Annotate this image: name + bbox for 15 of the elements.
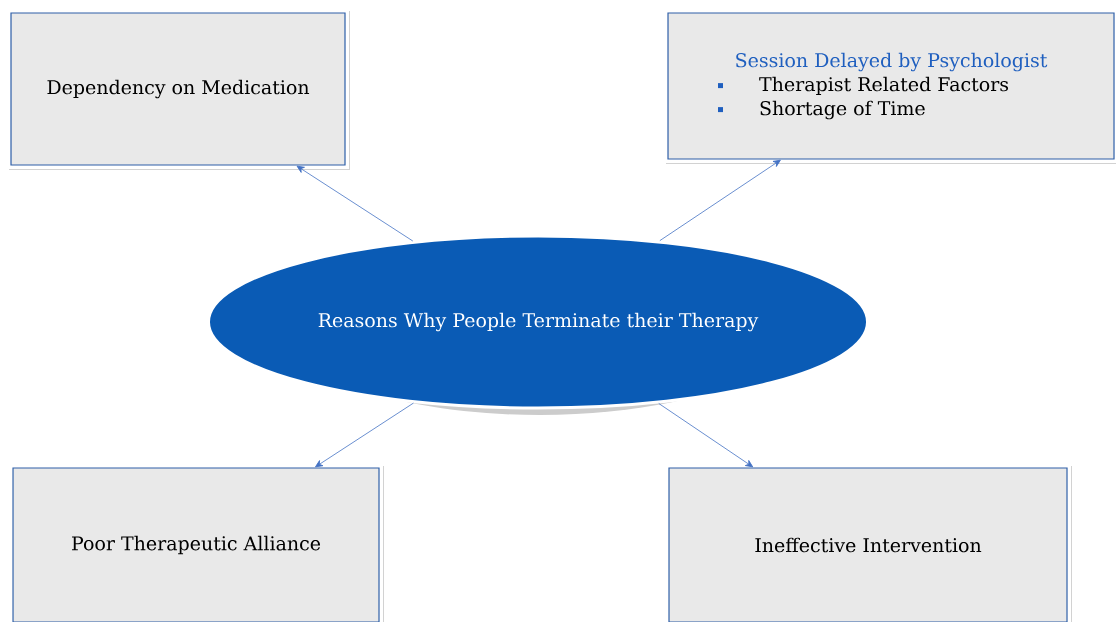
node-label: Shortage of Time [760, 100, 925, 120]
arrow [315, 402, 414, 468]
node-label: Therapist Related Factors [759, 76, 1009, 96]
arrow [659, 159, 781, 242]
node-label: Dependency on Medication [47, 79, 310, 99]
node-label: Session Delayed by Psychologist [736, 52, 1048, 72]
arrow [296, 165, 414, 242]
node-label: Poor Therapeutic Alliance [72, 535, 321, 555]
arrow [658, 403, 754, 468]
process-box: Dependency on Medication [7, 9, 350, 170]
process-box: Session Delayed by Psychologist Therapist Related Factors Shortage of Time [664, 9, 1116, 164]
ellipse-node: Reasons Why People Terminate their Therapy [207, 234, 869, 415]
process-box: Poor Therapeutic Alliance [9, 464, 384, 622]
node-label: Ineffective Intervention [755, 537, 982, 553]
process-box: Ineffective Intervention [665, 464, 1072, 622]
